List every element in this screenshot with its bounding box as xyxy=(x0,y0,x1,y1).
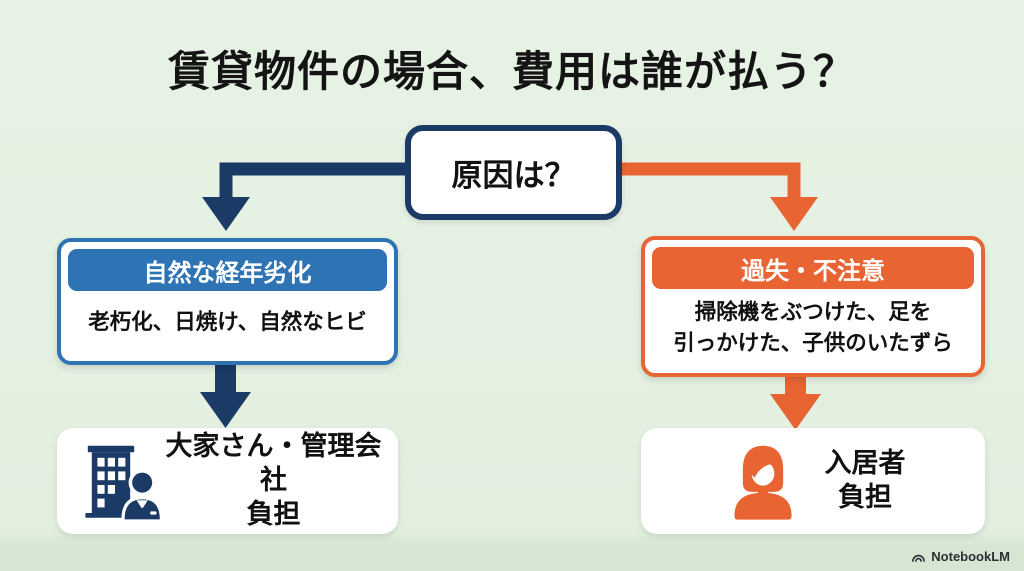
watermark: NotebookLM xyxy=(911,549,1010,564)
right-branch-examples: 掃除機をぶつけた、足を 引っかけた、子供のいたずら xyxy=(652,289,974,366)
arrow-decision-to-left xyxy=(202,162,412,231)
left-result-label: 大家さん・管理会社 負担 xyxy=(163,430,384,531)
branch-node-natural-deterioration: 自然な経年劣化 老朽化、日焼け、自然なヒビ xyxy=(57,238,398,365)
notebooklm-logo-icon xyxy=(912,554,926,562)
tenant-person-icon xyxy=(733,445,792,520)
left-branch-examples-line: 老朽化、日焼け、自然なヒビ xyxy=(88,310,367,335)
result-node-tenant: 入居者 負担 xyxy=(641,428,985,534)
page-title: 賃貸物件の場合、費用は誰が払う？ xyxy=(167,48,856,95)
right-branch-examples-line1: 掃除機をぶつけた、足を xyxy=(694,300,932,325)
arrow-decision-to-right xyxy=(616,162,818,231)
arrow-left-branch-to-result xyxy=(200,358,251,428)
decision-label: 原因は？ xyxy=(451,158,576,193)
arrow-right-branch-to-result xyxy=(770,370,821,430)
right-result-line1: 入居者 xyxy=(824,448,906,479)
left-branch-examples: 老朽化、日焼け、自然なヒビ xyxy=(68,291,387,354)
left-branch-header: 自然な経年劣化 xyxy=(68,249,387,291)
branch-node-negligence: 過失・不注意 掃除機をぶつけた、足を 引っかけた、子供のいたずら xyxy=(641,236,985,377)
result-node-landlord: 大家さん・管理会社 負担 xyxy=(57,428,398,534)
right-result-label: 入居者 負担 xyxy=(825,447,906,515)
landlord-building-icon xyxy=(85,445,163,520)
watermark-label: NotebookLM xyxy=(931,549,1010,564)
decision-node: 原因は？ xyxy=(405,125,622,220)
right-result-line2: 負担 xyxy=(838,482,892,512)
left-result-line2: 負担 xyxy=(246,498,301,529)
right-branch-examples-line2: 引っかけた、子供のいたずら xyxy=(673,330,953,355)
left-result-line1: 大家さん・管理会社 xyxy=(165,431,382,496)
right-branch-header: 過失・不注意 xyxy=(652,247,974,289)
